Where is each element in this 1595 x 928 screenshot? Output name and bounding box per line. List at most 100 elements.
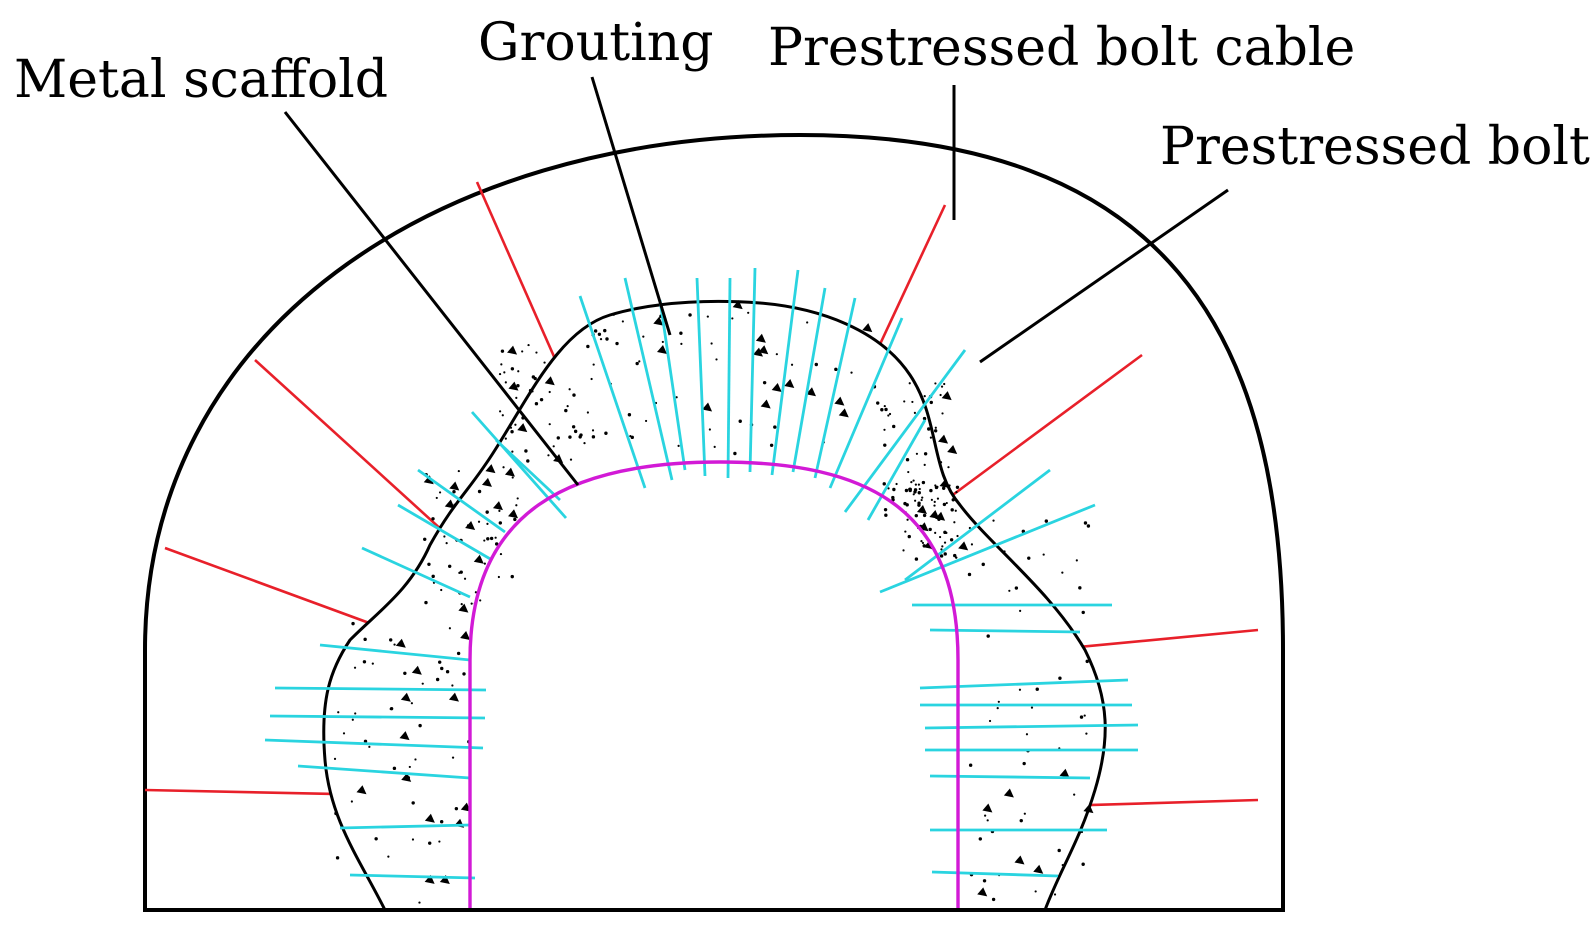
grout-particle [337, 711, 340, 714]
grout-particle [500, 363, 503, 366]
grout-particle [497, 575, 500, 579]
grouting-leader [590, 76, 672, 336]
grout-particle [566, 405, 569, 408]
grout-particle [911, 400, 914, 404]
grout-particle [1086, 524, 1091, 528]
grout-aggregate [732, 300, 743, 310]
grout-particle [1014, 586, 1019, 590]
grout-particle [913, 411, 916, 415]
grout-particle [941, 486, 946, 490]
grout-particle [435, 677, 440, 682]
grout-particle [706, 315, 709, 318]
grout-particle [922, 544, 926, 548]
prestressed-bolt [924, 723, 1139, 730]
grout-particle [1085, 732, 1088, 735]
grout-aggregate [356, 785, 367, 795]
prestressed-bolt [297, 764, 471, 780]
grout-particle [992, 519, 995, 522]
grout-aggregate [411, 665, 422, 675]
grout-particle [351, 718, 354, 721]
grout-particle [350, 800, 353, 803]
grout-aggregate [544, 376, 555, 386]
grout-particle [460, 603, 463, 606]
grout-particle [892, 487, 896, 492]
grout-aggregate [939, 478, 950, 488]
prestressed-bolts [264, 267, 1139, 880]
grout-particle [534, 401, 539, 406]
grout-particle [456, 651, 461, 656]
grout-particle [612, 313, 615, 316]
grout-particle [1081, 610, 1085, 615]
grout-particle [448, 564, 452, 568]
grout-particle [423, 537, 427, 541]
grout-particle [1035, 687, 1039, 691]
grout-particle [934, 382, 937, 385]
grout-particle [470, 602, 473, 605]
grout-particle [440, 588, 443, 592]
grout-particle [921, 480, 926, 485]
grout-aggregate [771, 382, 782, 392]
grout-particle [510, 574, 514, 579]
prestressed-bolt [828, 317, 904, 489]
grout-particle [644, 419, 648, 423]
grout-particle [568, 388, 571, 391]
grout-particle [408, 765, 411, 769]
grout-particle [936, 497, 940, 500]
grout-particle [917, 501, 921, 505]
grout-aggregate [755, 333, 766, 343]
grout-particle [876, 401, 880, 405]
grout-particle [895, 482, 898, 486]
grout-particle [498, 521, 503, 525]
prestressed-bolt [791, 287, 827, 473]
grout-particle [912, 479, 915, 482]
prestressed-bolt [274, 686, 487, 692]
grout-particle [583, 442, 586, 445]
grout-aggregate [485, 464, 496, 474]
grout-aggregate [439, 875, 450, 885]
grout-particle [528, 388, 533, 393]
grout-particle [922, 513, 927, 518]
grout-particle [884, 407, 888, 412]
grout-particle [1058, 676, 1062, 680]
grout-particle [454, 806, 459, 811]
prestressed-bolt-cable-label: Prestressed bolt cable [768, 18, 1355, 78]
grout-particle [568, 435, 572, 439]
grout-particle [934, 426, 937, 429]
grout-particle [374, 837, 378, 841]
grout-aggregate [508, 381, 519, 391]
grout-particle [501, 414, 504, 417]
grouting-zone [322, 299, 1107, 912]
grout-particle [955, 490, 958, 494]
grouting-label: Grouting [478, 13, 714, 73]
grout-particle [489, 536, 494, 541]
grout-particle [1057, 848, 1061, 853]
grout-particle [927, 427, 931, 431]
grout-particle [882, 482, 886, 486]
grout-particle [510, 430, 514, 434]
grout-particle [438, 840, 441, 843]
grout-aggregate [656, 345, 667, 355]
grout-particle [621, 320, 624, 323]
grout-particle [978, 837, 983, 841]
grout-particle [986, 634, 990, 638]
grout-aggregate [752, 347, 763, 357]
prestressed-bolt [417, 468, 506, 534]
grout-particle [733, 451, 737, 456]
grout-particle [578, 435, 582, 439]
grout-particle [1023, 812, 1026, 815]
grout-particle [486, 522, 489, 526]
grout-aggregate [805, 387, 816, 397]
grout-particle [982, 879, 987, 883]
grout-particle [515, 396, 518, 399]
grout-particle [630, 435, 634, 440]
grout-particle [880, 408, 884, 412]
grout-particle [731, 317, 734, 320]
grout-particle [953, 521, 956, 524]
grout-particle [615, 341, 619, 346]
grout-particle [917, 491, 921, 495]
grout-particle [1078, 586, 1082, 590]
grout-particle [411, 801, 415, 805]
grout-particle [943, 541, 947, 544]
grout-aggregate [508, 509, 519, 519]
grout-particle [1008, 589, 1011, 592]
